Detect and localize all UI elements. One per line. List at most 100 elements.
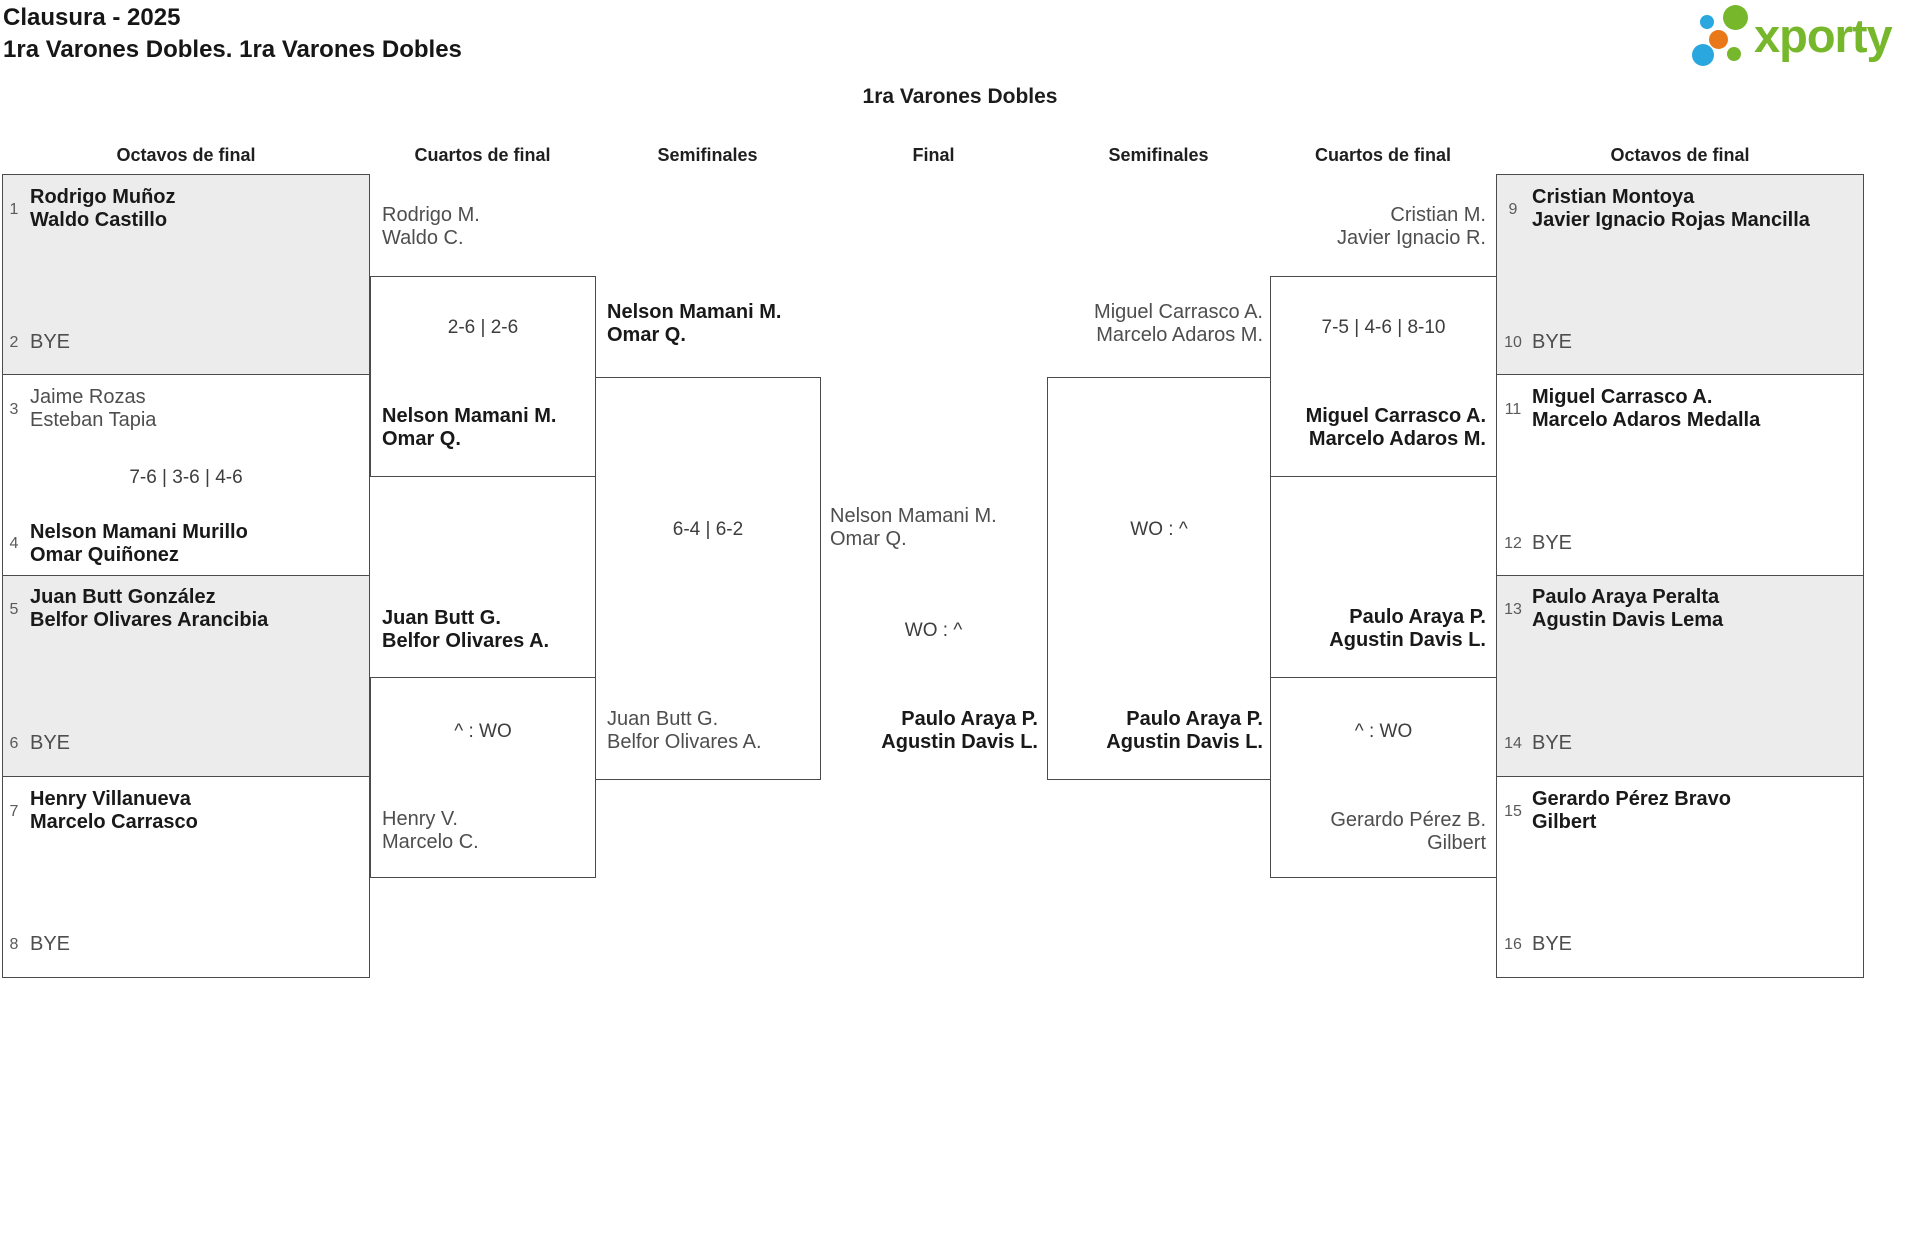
entry-r16-left-3-team1: Juan Butt González Belfor Olivares Aranc… bbox=[30, 586, 268, 632]
match-score: 7-5 | 4-6 | 8-10 bbox=[1321, 317, 1446, 338]
entry-sf-left-team1: Nelson Mamani M. Omar Q. bbox=[607, 301, 781, 347]
entry-qf-right-1-team1: Cristian M. Javier Ignacio R. bbox=[1337, 204, 1486, 250]
team-line-2: Agustin Davis L. bbox=[1329, 629, 1486, 651]
team-line-2: Waldo C. bbox=[382, 227, 464, 249]
match-box-r16-right-4 bbox=[1496, 777, 1864, 978]
entry-r16-left-3-bye: BYE bbox=[30, 732, 71, 754]
seed-number: 2 bbox=[9, 334, 19, 351]
team-line-2: Belfor Olivares A. bbox=[607, 731, 762, 753]
bracket-title: 1ra Varones Dobles bbox=[862, 85, 1058, 108]
match-box-qf-left-2 bbox=[370, 677, 596, 878]
team-line-1: Jaime Rozas bbox=[30, 386, 146, 408]
match-score: WO : ^ bbox=[904, 620, 963, 641]
team-line-2: Gilbert bbox=[1427, 832, 1486, 854]
entry-sf-left-team2: Juan Butt G. Belfor Olivares A. bbox=[607, 708, 762, 754]
round-header-cuartos-left: Cuartos de final bbox=[414, 145, 551, 165]
entry-qf-right-1-team2: Miguel Carrasco A. Marcelo Adaros M. bbox=[1306, 405, 1486, 451]
tournament-title: Clausura - 2025 bbox=[3, 4, 181, 31]
seed-number: 1 bbox=[9, 201, 19, 218]
seed-number: 13 bbox=[1504, 601, 1522, 618]
entry-r16-right-1-bye: BYE bbox=[1532, 331, 1573, 353]
team-line-2: Javier Ignacio R. bbox=[1337, 227, 1486, 249]
seed-number: 14 bbox=[1504, 735, 1522, 752]
match-score: WO : ^ bbox=[1130, 519, 1188, 540]
entry-r16-left-4-bye: BYE bbox=[30, 933, 71, 955]
team-line-1: Paulo Araya Peralta bbox=[1532, 586, 1720, 608]
entry-r16-left-4-team1: Henry Villanueva Marcelo Carrasco bbox=[30, 788, 198, 834]
match-box-r16-right-3 bbox=[1496, 576, 1864, 777]
round-header-octavos-left: Octavos de final bbox=[116, 145, 256, 165]
team-line-1: Rodrigo M. bbox=[382, 204, 480, 226]
team-line-1: Miguel Carrasco A. bbox=[1094, 301, 1263, 323]
entry-r16-right-1-team1: Cristian Montoya Javier Ignacio Rojas Ma… bbox=[1532, 186, 1810, 232]
team-line-2: Omar Q. bbox=[830, 528, 907, 550]
entry-qf-left-2-team2: Henry V. Marcelo C. bbox=[382, 808, 479, 854]
category-subtitle: 1ra Varones Dobles. 1ra Varones Dobles bbox=[3, 36, 462, 63]
team-line-1: Miguel Carrasco A. bbox=[1305, 405, 1486, 427]
team-line-1: Paulo Araya P. bbox=[1126, 708, 1263, 730]
entry-r16-left-2-team2: Nelson Mamani Murillo Omar Quiñonez bbox=[30, 521, 248, 567]
team-line-2: Javier Ignacio Rojas Mancilla bbox=[1532, 209, 1810, 231]
match-score: ^ : WO bbox=[454, 721, 512, 742]
entry-qf-left-2-team1: Juan Butt G. Belfor Olivares A. bbox=[382, 607, 549, 653]
seed-number: 5 bbox=[9, 601, 19, 618]
entry-final-team1: Nelson Mamani M. Omar Q. bbox=[830, 505, 997, 551]
match-box-sf-left bbox=[595, 377, 821, 780]
team-line-1: Henry V. bbox=[382, 808, 458, 830]
team-line-2: Agustin Davis L. bbox=[1106, 731, 1263, 753]
team-line-2: Waldo Castillo bbox=[30, 209, 168, 231]
entry-qf-left-1-team2: Nelson Mamani M. Omar Q. bbox=[382, 405, 556, 451]
match-score: 6-4 | 6-2 bbox=[672, 519, 744, 540]
entry-r16-left-2-team1: Jaime Rozas Esteban Tapia bbox=[30, 386, 156, 432]
team-line-2: Agustin Davis Lema bbox=[1532, 609, 1724, 631]
match-box-qf-left-1 bbox=[370, 276, 596, 477]
match-box-r16-left-4 bbox=[2, 777, 370, 978]
logo-dot-icon bbox=[1700, 15, 1714, 29]
entry-sf-right-team1: Miguel Carrasco A. Marcelo Adaros M. bbox=[1094, 301, 1263, 347]
team-line-1: Nelson Mamani M. bbox=[382, 405, 557, 427]
seed-number: 10 bbox=[1504, 334, 1522, 351]
team-line-2: Omar Q. bbox=[607, 324, 686, 346]
team-line-2: Marcelo Adaros Medalla bbox=[1532, 409, 1761, 431]
seed-number: 8 bbox=[9, 936, 19, 953]
seed-number: 16 bbox=[1504, 936, 1522, 953]
entry-sf-right-team2: Paulo Araya P. Agustin Davis L. bbox=[1106, 708, 1263, 754]
team-line-2: Agustin Davis L. bbox=[881, 731, 1038, 753]
entry-r16-left-1-team1: Rodrigo Muñoz Waldo Castillo bbox=[30, 186, 176, 232]
entry-r16-right-4-team1: Gerardo Pérez Bravo Gilbert bbox=[1532, 788, 1731, 834]
team-line-1: Nelson Mamani M. bbox=[830, 505, 997, 527]
team-line-1: Juan Butt G. bbox=[607, 708, 719, 730]
match-box-qf-right-2 bbox=[1270, 677, 1497, 878]
team-line-2: Marcelo Adaros M. bbox=[1096, 324, 1263, 346]
seed-number: 6 bbox=[9, 735, 19, 752]
match-box-r16-right-1 bbox=[1496, 174, 1864, 375]
match-box-qf-right-1 bbox=[1270, 276, 1497, 477]
team-line-1: Nelson Mamani M. bbox=[607, 301, 782, 323]
logo-dot-icon bbox=[1709, 30, 1728, 49]
entry-final-team2: Paulo Araya P. Agustin Davis L. bbox=[881, 708, 1038, 754]
seed-number: 11 bbox=[1504, 401, 1522, 418]
team-line-2: Omar Quiñonez bbox=[30, 544, 179, 566]
xporty-logo[interactable]: xporty bbox=[1690, 2, 1920, 70]
team-line-2: Belfor Olivares A. bbox=[382, 630, 550, 652]
team-line-1: Nelson Mamani Murillo bbox=[30, 521, 248, 543]
team-line-1: Paulo Araya P. bbox=[1349, 606, 1486, 628]
entry-r16-right-2-bye: BYE bbox=[1532, 532, 1573, 554]
match-box-r16-left-1 bbox=[2, 174, 370, 375]
seed-number: 15 bbox=[1504, 803, 1522, 820]
seed-number: 9 bbox=[1508, 201, 1518, 218]
seed-number: 12 bbox=[1504, 535, 1522, 552]
entry-r16-right-2-team1: Miguel Carrasco A. Marcelo Adaros Medall… bbox=[1532, 386, 1760, 432]
round-header-semifinales-left: Semifinales bbox=[657, 145, 758, 165]
team-line-1: Cristian M. bbox=[1390, 204, 1486, 226]
entry-qf-left-1-team1: Rodrigo M. Waldo C. bbox=[382, 204, 480, 250]
seed-number: 7 bbox=[9, 803, 19, 820]
round-header-final: Final bbox=[912, 145, 955, 165]
round-header-octavos-right: Octavos de final bbox=[1610, 145, 1750, 165]
team-line-1: Cristian Montoya bbox=[1532, 186, 1695, 208]
logo-dot-icon bbox=[1727, 47, 1741, 61]
team-line-2: Gilbert bbox=[1532, 811, 1597, 833]
team-line-1: Henry Villanueva bbox=[30, 788, 191, 810]
team-line-2: Marcelo Carrasco bbox=[30, 811, 198, 833]
